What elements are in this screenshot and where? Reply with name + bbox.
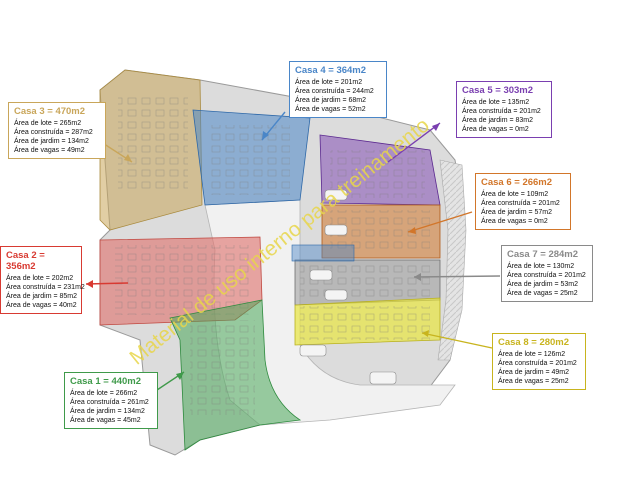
label-casa4-jardim: Área de jardim = 68m2 [295,97,367,104]
lot-casa2-yard [115,245,250,315]
label-casa2-lote: Área de lote = 202m2 [6,275,74,282]
label-casa1-lote: Área de lote = 266m2 [70,390,138,397]
label-casa5-jardim: Área de jardim = 83m2 [462,117,534,124]
arrowhead-casa3 [124,154,132,162]
label-casa7-lote: Área de lote = 130m2 [507,263,575,270]
arrowhead-casa1 [176,372,184,380]
label-casa6-title: Casa 6 = 266m2 [481,177,553,188]
label-casa4-title: Casa 4 = 364m2 [295,65,367,76]
label-casa7-vagas: Área de vagas = 25m2 [507,290,578,297]
label-casa3-vagas: Área de vagas = 49m2 [14,147,85,154]
lot-casa3-yard [118,95,188,190]
label-casa6: Casa 6 = 266m2 Área de lote = 109m2 Área… [475,173,571,230]
label-casa1: Casa 1 = 440m2 Área de lote = 266m2 Área… [64,372,158,429]
label-casa4-vagas: Área de vagas = 52m2 [295,106,366,113]
lot-casa1-yard [190,320,255,415]
label-casa5-vagas: Área de vagas = 0m2 [462,126,529,133]
label-casa8-construida: Área construída = 201m2 [498,360,577,367]
label-casa8: Casa 8 = 280m2 Área de lote = 126m2 Área… [492,333,586,390]
label-casa1-title: Casa 1 = 440m2 [70,376,142,387]
label-casa7-jardim: Área de jardim = 53m2 [507,281,579,288]
label-casa4-lote: Área de lote = 201m2 [295,79,363,86]
label-casa1-vagas: Área de vagas = 45m2 [70,417,141,424]
arrowhead-casa8 [422,330,429,337]
label-casa7: Casa 7 = 284m2 Área de lote = 130m2 Área… [501,245,593,302]
arrow-casa6 [407,211,473,233]
label-casa6-construida: Área construída = 201m2 [481,200,560,207]
label-casa3-lote: Área de lote = 265m2 [14,120,82,127]
label-casa1-construida: Área construída = 261m2 [70,399,149,406]
label-casa3: Casa 3 = 470m2 Área de lote = 265m2 Área… [8,102,106,159]
label-casa1-jardim: Área de jardim = 134m2 [70,408,145,415]
label-casa4-construida: Área construída = 244m2 [295,88,374,95]
lot-casa8-yard [300,306,430,340]
label-casa6-jardim: Área de jardim = 57m2 [481,209,553,216]
arrowhead-casa2 [86,280,93,288]
label-casa6-lote: Área de lote = 109m2 [481,191,549,198]
label-casa3-title: Casa 3 = 470m2 [14,106,86,117]
label-casa5-lote: Área de lote = 135m2 [462,99,530,106]
label-casa8-lote: Área de lote = 126m2 [498,351,566,358]
parked-cars [299,189,397,385]
label-casa8-vagas: Área de vagas = 25m2 [498,378,569,385]
arrow-casa5 [387,122,441,163]
label-casa2-construida: Área construída = 231m2 [6,284,85,291]
label-casa4: Casa 4 = 364m2 Área de lote = 201m2 Área… [289,61,387,118]
arrow-casa7 [413,275,501,278]
label-casa2-title: Casa 2 = 356m2 [6,250,45,272]
arrow-casa8 [421,332,493,349]
label-casa5-construida: Área construída = 201m2 [462,108,541,115]
label-casa2-jardim: Área de jardim = 85m2 [6,293,78,300]
label-casa8-jardim: Área de jardim = 49m2 [498,369,570,376]
label-casa8-title: Casa 8 = 280m2 [498,337,570,348]
lot-casa5-yard [330,150,425,198]
label-casa5: Casa 5 = 303m2 Área de lote = 135m2 Área… [456,81,552,138]
label-casa2: Casa 2 = 356m2 Área de lote = 202m2 Área… [0,246,85,314]
label-casa3-construida: Área construída = 287m2 [14,129,93,136]
label-casa7-construida: Área construída = 201m2 [507,272,586,279]
lot-casa4-yard [210,125,290,195]
label-casa7-title: Casa 7 = 284m2 [507,249,579,260]
label-casa6-vagas: Área de vagas = 0m2 [481,218,548,225]
east-road [437,159,467,361]
arrowhead-casa5 [432,123,440,131]
lot-casa7-parking [291,244,355,262]
arrowhead-casa4 [262,131,269,140]
arrowhead-casa6 [408,227,416,234]
label-casa3-jardim: Área de jardim = 134m2 [14,138,89,145]
arrowhead-casa7 [414,273,421,281]
label-casa2-vagas: Área de vagas = 40m2 [6,302,77,309]
label-casa5-title: Casa 5 = 303m2 [462,85,534,96]
